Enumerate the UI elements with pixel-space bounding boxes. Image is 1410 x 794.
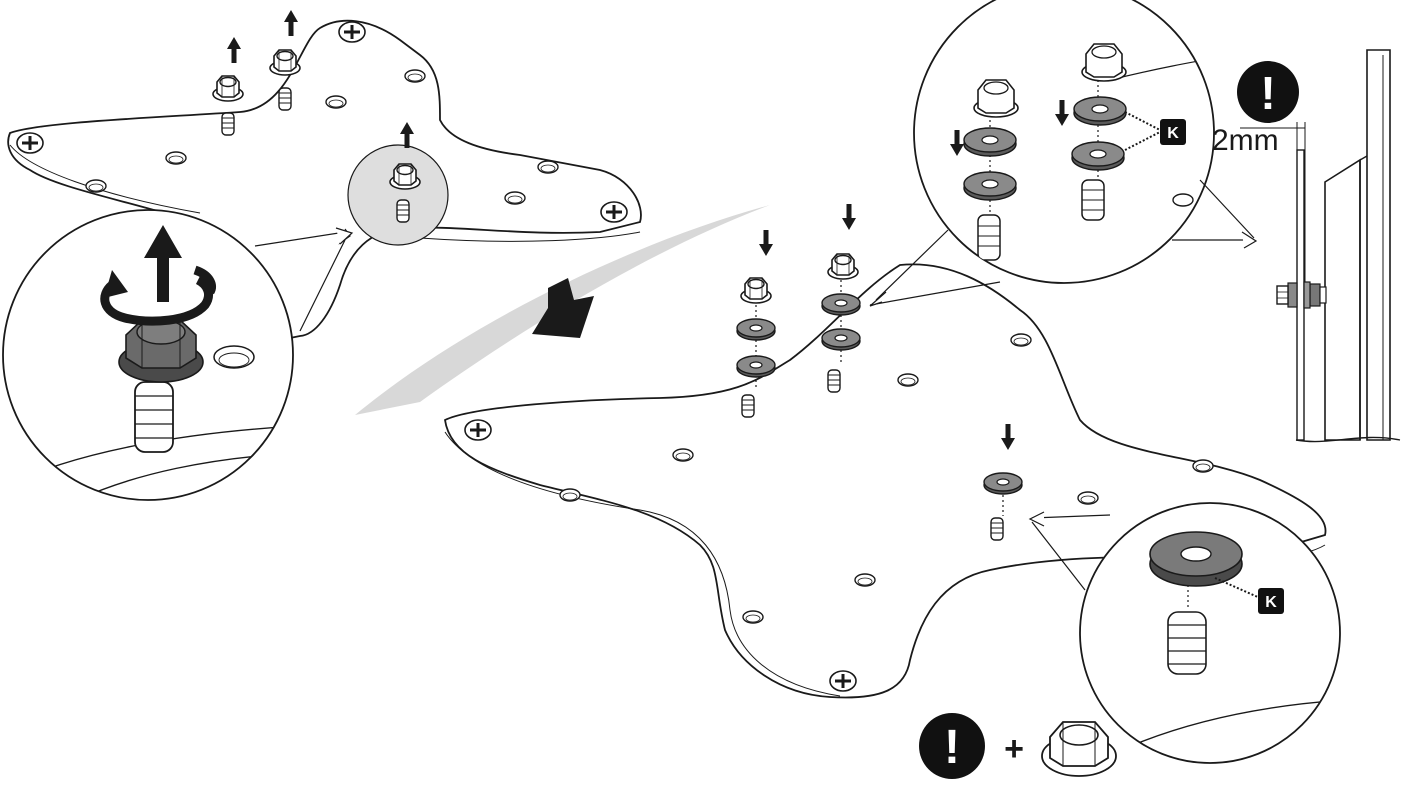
side-view-gap: ! 2mm <box>1212 49 1401 443</box>
hex-flange-nut-icon <box>740 277 772 304</box>
plate-hole <box>854 573 876 587</box>
plate-hole <box>1077 491 1099 505</box>
plate-edge <box>1296 149 1305 441</box>
callout-pointer <box>869 229 1001 306</box>
stud <box>741 394 755 418</box>
hex-flange-nut-icon <box>827 253 859 280</box>
plate-hole <box>325 95 347 109</box>
screw-icon <box>829 670 857 692</box>
arrow-down-bold-icon <box>759 230 773 256</box>
magnified-view-washers: K <box>913 0 1258 284</box>
washer-icon <box>1149 531 1243 587</box>
screw-icon <box>338 21 366 43</box>
exclamation-icon: ! <box>1260 67 1275 119</box>
stud <box>396 199 410 223</box>
rotate-icon <box>100 265 216 326</box>
stud <box>827 369 841 393</box>
plate-hole <box>897 373 919 387</box>
screw-icon <box>464 419 492 441</box>
plate-hole <box>85 179 107 193</box>
callout-pointer <box>1172 179 1255 241</box>
step-transition <box>355 205 770 415</box>
screw-icon <box>600 201 628 223</box>
plate-hole <box>742 610 764 624</box>
stud-large <box>1167 611 1207 675</box>
stud <box>990 517 1004 541</box>
highlight-area <box>347 144 449 246</box>
hex-flange-nut-icon <box>212 75 244 102</box>
magnified-view-single-washer: K <box>1079 502 1341 764</box>
washer-icon <box>736 318 776 341</box>
washer-icon <box>736 355 776 378</box>
stud-large <box>134 381 174 453</box>
warning-badge <box>919 713 985 779</box>
plate-hole <box>1010 333 1032 347</box>
plate-hole <box>165 151 187 165</box>
washer-label-badge <box>1160 119 1186 145</box>
stud <box>221 112 235 136</box>
plate-hole <box>1192 459 1214 473</box>
plus-sign: + <box>1004 730 1024 768</box>
label-leader <box>1124 111 1161 151</box>
arrow-up-bold-icon <box>144 225 182 302</box>
magnified-view-unscrew <box>2 209 294 501</box>
hex-flange-nut-icon <box>118 319 204 383</box>
hex-flange-nut-icon <box>1276 285 1289 305</box>
stack-right <box>1055 43 1127 221</box>
callout-pointer <box>1031 514 1111 591</box>
washer-label: K <box>1265 594 1277 611</box>
arrow-down-bold-icon <box>532 278 594 338</box>
tv-panel <box>1366 49 1391 441</box>
plate-hole <box>559 488 581 502</box>
hex-flange-nut-icon <box>1041 721 1117 777</box>
arrow-down-bold-icon <box>842 204 856 230</box>
warning-badge <box>1237 61 1299 123</box>
plate-hole <box>404 69 426 83</box>
plate-hole <box>672 448 694 462</box>
stud <box>278 87 292 111</box>
hex-flange-nut-icon <box>269 49 301 76</box>
note-reuse-nut: ! + <box>919 713 1117 779</box>
exclamation-icon: ! <box>944 721 960 774</box>
arrow-up-bold-icon <box>227 37 241 63</box>
plate-hole <box>537 160 559 174</box>
stack-left <box>950 79 1019 261</box>
gap-dimension: 2mm <box>1212 124 1279 157</box>
screw-icon <box>16 132 44 154</box>
mounting-plate-right <box>444 263 1327 699</box>
plate-hole <box>504 191 526 205</box>
label-leader <box>1214 577 1261 599</box>
washer-label-badge <box>1258 588 1284 614</box>
washer-icon <box>821 293 861 316</box>
washer-icon <box>821 328 861 351</box>
washer-icon <box>983 472 1023 495</box>
washer-label: K <box>1167 125 1179 142</box>
arrow-up-bold-icon <box>284 10 298 36</box>
